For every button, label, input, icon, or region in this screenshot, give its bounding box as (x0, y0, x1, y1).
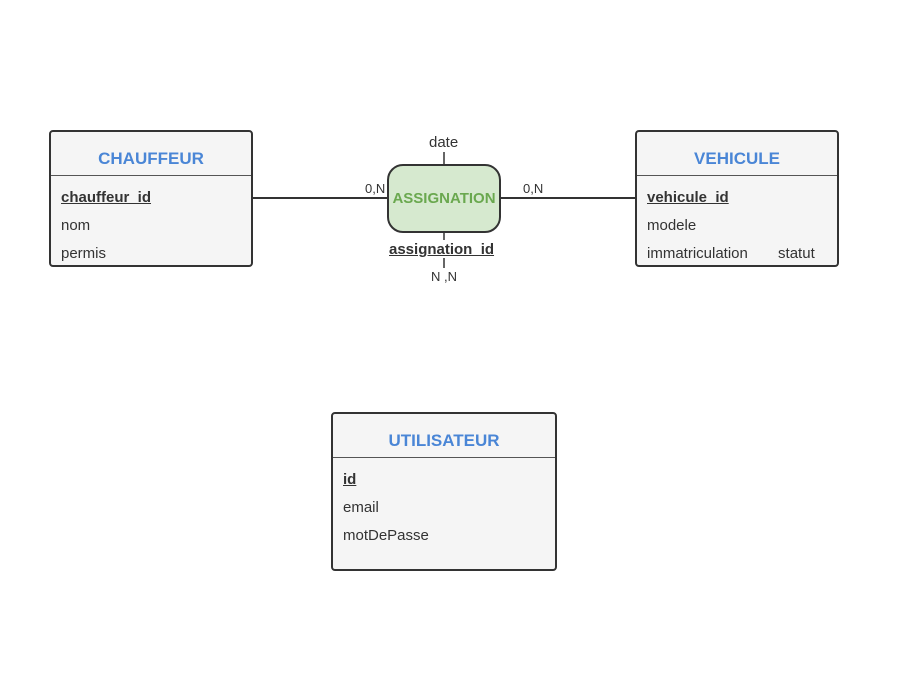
entity-chauffeur[interactable]: CHAUFFEUR chauffeur_id nom permis (49, 130, 253, 267)
attr-utilisateur-motdepasse: motDePasse (343, 527, 429, 544)
entity-utilisateur-title: UTILISATEUR (333, 414, 555, 458)
entity-vehicule[interactable]: VEHICULE vehicule_id modele immatriculat… (635, 130, 839, 267)
entity-chauffeur-title: CHAUFFEUR (51, 132, 251, 176)
cardinality-right: 0,N (523, 181, 544, 196)
entity-vehicule-title: VEHICULE (637, 132, 837, 176)
attr-vehicule-id: vehicule_id (647, 189, 729, 206)
cardinality-left: 0,N (365, 181, 386, 196)
attr-vehicule-immatriculation-row: immatriculation statut (647, 240, 837, 268)
attr-chauffeur-permis: permis (61, 245, 107, 262)
assoc-attr-assignation-id: assignation_id (389, 241, 495, 258)
attr-vehicule-modele: modele (647, 217, 697, 234)
assoc-attr-date: date (429, 134, 459, 151)
attr-chauffeur-nom: nom (61, 217, 91, 234)
attr-vehicule-statut: statut (778, 245, 815, 262)
entity-utilisateur[interactable]: UTILISATEUR id email motDePasse (331, 412, 557, 571)
attr-utilisateur-id: id (343, 471, 357, 488)
attr-vehicule-immatriculation: immatriculation (647, 245, 748, 262)
attr-utilisateur-email: email (343, 499, 379, 516)
attr-chauffeur-id: chauffeur_id (61, 189, 152, 206)
cardinality-bottom: N ,N (431, 269, 457, 284)
association-assignation[interactable]: ASSIGNATION (387, 164, 501, 233)
